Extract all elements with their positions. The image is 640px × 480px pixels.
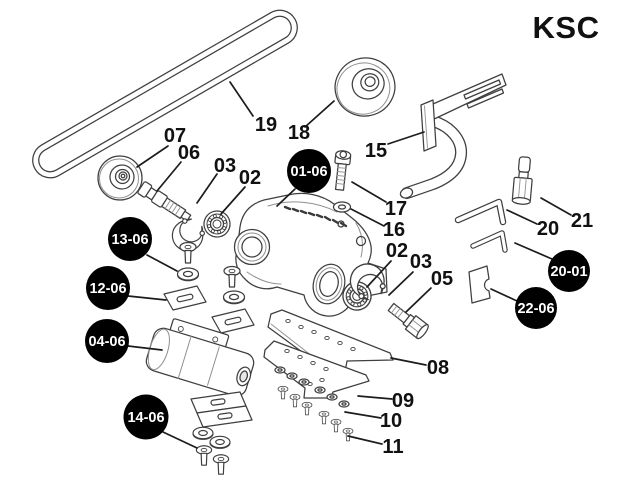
large-pulley [334,57,396,117]
bit-adapter [511,156,533,205]
part-label-18: 18 [288,122,310,144]
roller-assembly [145,318,255,397]
part-label-20: 20 [537,218,559,240]
badge-14-06: 14-06 [123,394,169,440]
badge-12-06: 12-06 [86,266,130,310]
hex-bolt [387,302,429,340]
badge-01-06: 01-06 [287,149,331,193]
badge-label: 01-06 [290,164,327,180]
part-label-11: 11 [382,436,403,458]
badge-label: 13-06 [111,232,148,248]
part-label-17: 17 [385,198,407,220]
part-label-02b: 02 [386,240,408,262]
part-label-07: 07 [164,125,186,147]
badge-label: 22-06 [517,301,554,317]
part-label-08: 08 [427,357,449,379]
cap-screw [334,150,352,191]
part-label-03b: 03 [410,251,432,273]
badge-label: 20-01 [550,264,587,280]
badge-04-06: 04-06 [85,319,129,363]
hex-key [454,198,507,226]
part-label-10: 10 [380,410,402,432]
badge-13-06: 13-06 [108,217,152,261]
small-pulley [97,155,143,201]
part-label-02: 02 [239,167,261,189]
part-label-03: 03 [214,155,236,177]
drive-belt [32,9,298,179]
badge-circle [123,394,169,440]
badge-label: 14-06 [127,410,164,426]
badge-circle [86,266,130,310]
slotted-plates [163,285,255,334]
badge-circle [287,149,331,193]
badge-circle [108,217,152,261]
badge-circle [85,319,129,363]
badge-circle [515,287,557,329]
ball-bearing [200,207,234,241]
part-label-16: 16 [383,219,405,241]
badge-label: 04-06 [88,334,125,350]
part-label-09: 09 [392,390,414,412]
badge-20-01: 20-01 [548,250,590,292]
brand-logo: KSC [533,10,600,45]
shaft [137,181,192,222]
hex-key-short [470,230,508,253]
part-label-06: 06 [178,142,200,164]
badge-label: 12-06 [89,281,126,297]
badge-circle [548,250,590,292]
mount-plate-kit [190,391,253,475]
badge-22-06: 22-06 [515,287,557,329]
flat-washer [332,201,352,213]
part-label-15: 15 [365,140,387,162]
part-label-19: 19 [255,114,277,136]
part-label-21: 21 [571,210,593,232]
handle-assembly [399,73,507,199]
part-label-05: 05 [431,268,453,290]
leader-lines [127,81,572,449]
notched-plate [468,265,491,304]
support-plate [263,340,370,399]
